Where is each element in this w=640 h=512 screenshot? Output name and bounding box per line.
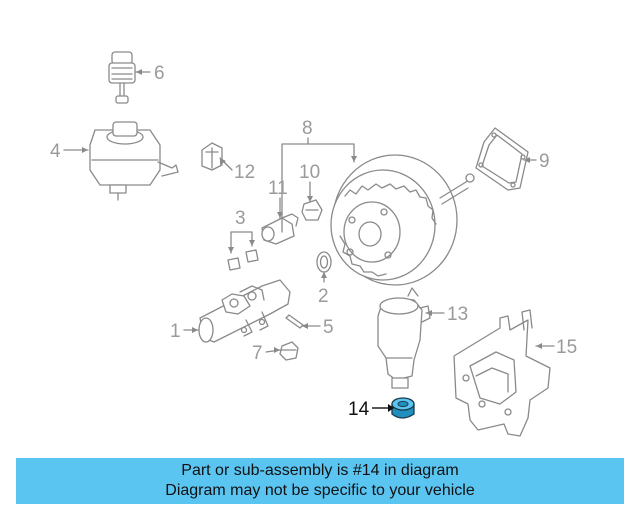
part-9-gasket bbox=[475, 127, 529, 191]
callout-11: 11 bbox=[268, 178, 288, 199]
info-banner: Part or sub-assembly is #14 in diagram D… bbox=[16, 458, 624, 504]
part-3-screws bbox=[227, 249, 259, 271]
callout-10: 10 bbox=[299, 162, 320, 183]
callout-3: 3 bbox=[235, 208, 246, 229]
part-15-bracket bbox=[453, 309, 551, 437]
callout-4: 4 bbox=[50, 141, 61, 162]
part-8-brake-booster bbox=[330, 154, 475, 286]
part-13-pump-assembly bbox=[377, 287, 431, 389]
part-11-sensor bbox=[261, 213, 299, 245]
part-14-seal-highlighted bbox=[372, 397, 415, 419]
callout-8: 8 bbox=[302, 118, 313, 139]
part-6-reservoir-cap bbox=[108, 51, 136, 104]
callout-15: 15 bbox=[556, 337, 577, 358]
callout-2: 2 bbox=[318, 286, 329, 307]
leader-arrowheads bbox=[82, 69, 542, 353]
callout-6: 6 bbox=[154, 63, 165, 84]
banner-line-2: Diagram may not be specific to your vehi… bbox=[165, 482, 475, 499]
part-7-fitting bbox=[279, 341, 299, 361]
parts-diagram: 6 4 12 9 8 11 10 3 2 13 15 1 5 7 14 bbox=[50, 51, 577, 437]
part-1-master-cylinder bbox=[198, 279, 291, 343]
part-4-fluid-reservoir bbox=[89, 121, 179, 201]
banner-line-1: Part or sub-assembly is #14 in diagram bbox=[181, 462, 459, 479]
part-12-grommet bbox=[201, 142, 223, 171]
callout-7: 7 bbox=[252, 343, 263, 364]
part-10-check-valve bbox=[301, 199, 323, 221]
callout-14: 14 bbox=[348, 399, 370, 420]
callout-13: 13 bbox=[447, 304, 468, 325]
callout-5: 5 bbox=[323, 317, 334, 338]
part-5-pin bbox=[285, 314, 304, 329]
callout-1: 1 bbox=[170, 321, 181, 342]
callout-9: 9 bbox=[539, 151, 550, 172]
part-2-seal-ring bbox=[316, 251, 332, 273]
callout-12: 12 bbox=[234, 162, 255, 183]
